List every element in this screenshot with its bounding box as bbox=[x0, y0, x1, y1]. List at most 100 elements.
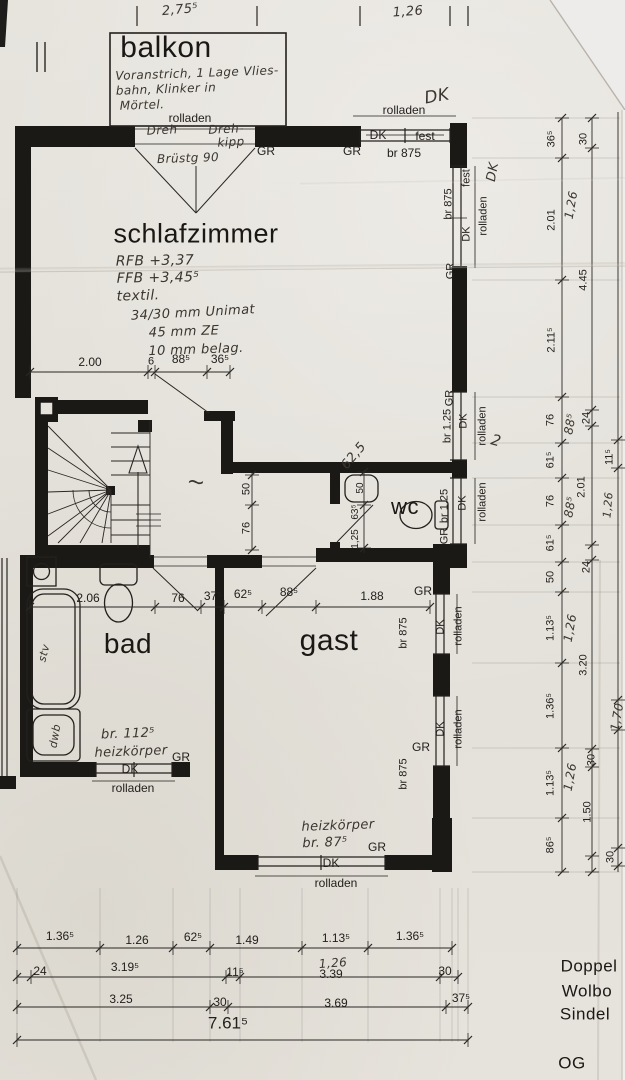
dim-wc-635: 63⁵ bbox=[350, 504, 361, 520]
party-wall-lines bbox=[1, 558, 8, 776]
dim-chainB-150: 1.50 bbox=[581, 801, 594, 823]
note-chainA-885b: 88⁵ bbox=[561, 495, 579, 519]
dim-top-left: 2,75⁵ bbox=[161, 0, 199, 20]
note-tub-stv: stv bbox=[35, 642, 53, 664]
toilet-bad-cistern bbox=[99, 563, 138, 586]
label-bruestung: Brüstg 90 bbox=[156, 149, 220, 167]
note-textil: textil. bbox=[116, 287, 160, 305]
dim-chainB-30a: 30 bbox=[577, 132, 590, 146]
label-dk-bad-window: DK bbox=[121, 762, 139, 776]
label-br125-e3: br 1.25 bbox=[438, 488, 451, 524]
note-rfb: RFB +3,37 bbox=[115, 252, 195, 270]
dim-row2-30: 30 bbox=[438, 964, 452, 978]
note-chainC-126: 1,26 bbox=[600, 491, 616, 519]
dim-row3-30: 30 bbox=[213, 995, 227, 1009]
note-bad-heizkoerper: heizkörper bbox=[94, 743, 168, 761]
stairs bbox=[47, 420, 161, 558]
label-dk-e4: DK bbox=[434, 619, 447, 635]
room-label-bad: bad bbox=[103, 628, 153, 659]
dim-chainA-615a: 61⁵ bbox=[544, 451, 557, 469]
dim-gast-885: 88⁵ bbox=[279, 585, 299, 599]
label-dk-gast-window: DK bbox=[322, 856, 340, 870]
label-rolladen-e5: rolladen bbox=[452, 709, 465, 749]
note-ffb: FFB +3,45⁵ bbox=[116, 269, 200, 287]
dim-chainA-201: 2.01 bbox=[545, 209, 558, 231]
label-gr-gast-window: GR bbox=[368, 840, 386, 854]
dim-corridor-76: 76 bbox=[240, 521, 253, 535]
label-dk-e5: DK bbox=[434, 721, 447, 737]
dim-chainB-445: 4.45 bbox=[577, 269, 590, 291]
note-gast-br875: br. 87⁵ bbox=[302, 834, 348, 852]
note-squiggle-right: 2 bbox=[488, 430, 504, 451]
dim-chainB-320: 3.20 bbox=[577, 654, 590, 676]
dim-row2-339: 3.39 bbox=[319, 967, 343, 981]
label-br125-e2: br 1.25 bbox=[441, 408, 454, 444]
room-label-balkon: balkon bbox=[120, 31, 212, 64]
shower-tray bbox=[26, 708, 81, 762]
dim-schlaf-365: 36⁵ bbox=[210, 352, 230, 366]
wc-toilet-bowl bbox=[399, 500, 433, 530]
dim-chainA-365: 36⁵ bbox=[545, 130, 558, 148]
dim-chainB-201: 2.01 bbox=[575, 476, 588, 498]
label-gr-bad-window: GR bbox=[172, 750, 190, 764]
label-dreh: Dreh bbox=[146, 122, 178, 138]
titleblock-line1: Doppel bbox=[560, 956, 618, 976]
dim-chainB-30b: 30 bbox=[585, 753, 598, 767]
label-gr-e4: GR bbox=[414, 584, 432, 598]
dim-chainB-24b: 24 bbox=[580, 560, 593, 574]
dim-row3-369: 3.69 bbox=[324, 996, 348, 1010]
dim-chainA-50: 50 bbox=[544, 570, 557, 584]
dim-chainA-1365: 1.36⁵ bbox=[544, 693, 557, 719]
dim-row3-325: 3.25 bbox=[109, 992, 133, 1006]
dim-chainA-615b: 61⁵ bbox=[544, 534, 557, 552]
label-gr-balcony-door: GR bbox=[257, 144, 275, 158]
label-dk-e1: DK bbox=[460, 226, 473, 242]
note-625-diagonal: 62,5 bbox=[338, 439, 370, 473]
label-br875-e4: br 875 bbox=[397, 617, 410, 649]
titleblock-line3: Sindel bbox=[559, 1004, 611, 1024]
label-rolladen-e2: rolladen bbox=[476, 406, 489, 446]
note-unimat: 34/30 mm Unimat bbox=[130, 302, 256, 324]
dim-row1-1135: 1.13⁵ bbox=[321, 931, 351, 945]
room-label-schlafzimmer: schlafzimmer bbox=[113, 218, 279, 249]
dim-chainA-1135b: 1.13⁵ bbox=[544, 770, 557, 796]
column-core bbox=[39, 401, 54, 416]
dim-chainA-2115: 2.11⁵ bbox=[545, 327, 558, 353]
note-shower-dwb: dwb bbox=[46, 722, 64, 750]
label-rolladen-bad-window: rolladen bbox=[111, 781, 155, 795]
dim-total-7615: 7.61⁵ bbox=[207, 1013, 249, 1033]
note-balkon-line1: Voranstrich, 1 Lage Vlies- bbox=[115, 63, 279, 83]
dim-chainC-30: 30 bbox=[604, 850, 617, 864]
label-dk-hand-top: DK bbox=[422, 84, 451, 109]
wc-toilet-cistern bbox=[434, 500, 449, 530]
label-rolladen-e3: rolladen bbox=[476, 482, 489, 522]
label-fest-top-window: fest bbox=[415, 129, 435, 143]
dim-chainA-865: 86⁵ bbox=[544, 836, 557, 854]
dim-row1-1365a: 1.36⁵ bbox=[45, 929, 75, 943]
label-dk-e2: DK bbox=[457, 413, 470, 429]
dim-schlaf-200: 2.00 bbox=[78, 355, 102, 369]
label-gr-top-window: GR bbox=[343, 144, 361, 158]
label-drehkipp-2: kipp bbox=[217, 134, 245, 150]
label-br875-e5: br 875 bbox=[397, 758, 410, 790]
label-br875-top-window: br 875 bbox=[386, 146, 422, 160]
titleblock-floor: OG bbox=[558, 1053, 586, 1073]
label-rolladen-top-window: rolladen bbox=[382, 103, 426, 117]
dim-wc-125: 1,25 bbox=[350, 529, 361, 549]
dim-bad-206: 2.06 bbox=[76, 591, 100, 605]
dim-row1-126: 1.26 bbox=[125, 933, 149, 947]
dim-row3-375: 37⁵ bbox=[451, 991, 471, 1005]
label-rolladen-gast-window: rolladen bbox=[314, 876, 358, 890]
dim-corridor-50: 50 bbox=[240, 482, 253, 496]
dim-row2-24: 24 bbox=[33, 964, 47, 978]
note-chainA-885a: 88⁵ bbox=[561, 412, 579, 436]
dim-row1-149: 1.49 bbox=[235, 933, 259, 947]
note-bad-br1125: br. 112⁵ bbox=[100, 725, 156, 743]
label-dk-hand-e1: DK bbox=[483, 161, 503, 183]
note-chainC-170: 1,70 bbox=[607, 701, 625, 733]
